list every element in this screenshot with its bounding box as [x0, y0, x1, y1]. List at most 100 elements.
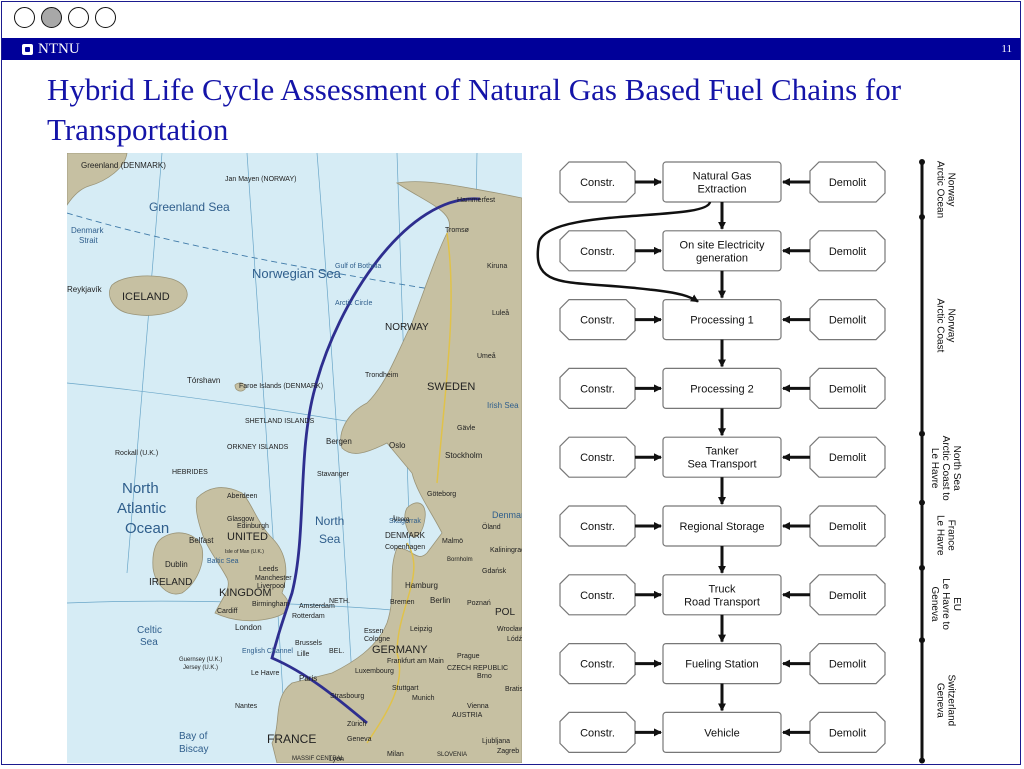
demolition-label: Demolit — [829, 177, 866, 189]
country-label: ICELAND — [122, 291, 170, 303]
place-label: Wrocław — [497, 626, 522, 633]
place-label: Reykjavík — [67, 285, 103, 294]
nav-dot-2[interactable] — [41, 7, 62, 28]
ntnu-logo: NTNU — [22, 41, 80, 58]
sea-label: Denmark — [71, 226, 104, 235]
process-label: Vehicle — [704, 727, 739, 739]
denmark-land — [404, 502, 426, 538]
place-label: Tórshavn — [187, 376, 220, 385]
bypass-arrow — [536, 201, 712, 303]
border-line — [436, 232, 452, 484]
country-label: IRELAND — [149, 577, 192, 588]
sea-label: Sea — [319, 532, 341, 546]
nav-dot-3[interactable] — [68, 7, 89, 28]
sea-label: North — [315, 514, 344, 528]
process-label: Fueling Station — [685, 659, 758, 671]
demolition-box — [809, 436, 886, 478]
tanker-route-line — [270, 197, 481, 725]
place-label: Hamburg — [405, 581, 438, 590]
country-label: DENMARK — [385, 531, 426, 540]
sea-label: Denmark Strait — [492, 510, 522, 520]
construction-label: Constr. — [580, 315, 615, 327]
construction-box — [559, 230, 636, 272]
diagram-row: Constr.On site ElectricitygenerationDemo… — [559, 230, 886, 299]
country-label: NORWAY — [385, 322, 429, 333]
greenland-land — [67, 153, 128, 206]
graticule-line — [246, 153, 288, 763]
place-label: Kaliningrad — [490, 547, 522, 554]
nav-dot-1[interactable] — [14, 7, 35, 28]
place-label: Bratislava — [505, 686, 522, 693]
place-label: Luxembourg — [355, 668, 394, 675]
demolition-label: Demolit — [829, 659, 866, 671]
place-label: Lille — [297, 651, 310, 658]
graticule-line — [126, 153, 163, 574]
process-label: On site Electricity — [680, 239, 765, 251]
sea-label: Ocean — [125, 520, 169, 537]
ireland-land — [152, 532, 204, 595]
place-label: ORKNEY ISLANDS — [227, 444, 289, 451]
sea-label: Baltic Sea — [207, 558, 239, 565]
demolition-box — [809, 161, 886, 203]
diagram-row: Constr. Fueling Station Demolit — [559, 643, 886, 712]
place-label: Amsterdam — [299, 603, 335, 610]
location-text: Norway — [946, 308, 957, 342]
page-number: 11 — [1001, 43, 1012, 55]
construction-label: Constr. — [580, 246, 615, 258]
process-label: generation — [696, 252, 748, 264]
place-label: Geneva — [347, 736, 372, 743]
place-label: Greenland (DENMARK) — [81, 161, 166, 170]
place-label: Liverpool — [257, 583, 286, 590]
location-text: Le Havre — [929, 448, 940, 489]
demolition-label: Demolit — [829, 727, 866, 739]
process-box — [662, 230, 782, 272]
place-label: Essen — [364, 628, 384, 635]
place-label: Stuttgart — [392, 685, 419, 692]
place-label: Tromsø — [445, 227, 470, 234]
sea-label: Greenland Sea — [149, 200, 230, 214]
place-label: London — [235, 623, 262, 632]
place-label: Jersey (U.K.) — [183, 665, 218, 671]
nav-dot-4[interactable] — [95, 7, 116, 28]
place-label: Milan — [387, 751, 404, 758]
construction-label: Constr. — [580, 383, 615, 395]
place-label: Ljubljana — [482, 738, 510, 745]
place-label: Nantes — [235, 703, 258, 710]
sea-label: Sea — [140, 637, 158, 648]
location-tick — [919, 214, 925, 221]
place-label: Guernsey (U.K.) — [179, 657, 222, 663]
location-text: Arctic Ocean — [935, 161, 946, 218]
place-label: Brno — [477, 673, 492, 680]
process-label: Natural Gas — [693, 171, 752, 183]
place-label: Ålborg — [392, 516, 409, 523]
org-name: NTNU — [38, 41, 80, 57]
place-label: Edinburgh — [237, 523, 269, 530]
place-label: Cardiff — [217, 608, 238, 615]
place-label: Rockall (U.K.) — [115, 450, 158, 457]
sea-label: Strait — [79, 236, 98, 245]
location-text: Arctic Coast to — [940, 436, 951, 501]
construction-box — [559, 574, 636, 616]
process-label: Regional Storage — [679, 521, 764, 533]
place-label: Stavanger — [317, 471, 350, 478]
place-label: Isle of Man (U.K.) — [225, 549, 264, 555]
construction-label: Constr. — [580, 659, 615, 671]
place-label: Berlin — [430, 596, 450, 605]
header-bar: NTNU 11 — [2, 38, 1020, 60]
place-label: Leeds — [259, 566, 279, 573]
place-label: Leipzig — [410, 626, 432, 633]
process-box — [662, 711, 782, 754]
process-label: Sea Transport — [687, 459, 756, 471]
process-label: Tanker — [705, 446, 738, 458]
location-text: EU — [951, 597, 962, 611]
location-tick — [919, 159, 925, 165]
